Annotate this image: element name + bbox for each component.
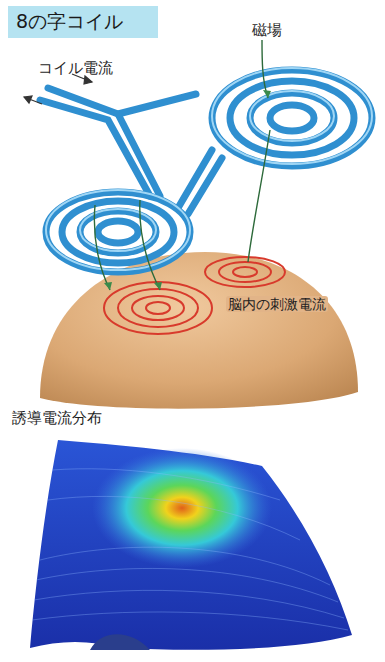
figure-eight-coil	[40, 68, 372, 272]
part-label-holder: コイル電流	[38, 58, 113, 78]
field-lines	[94, 40, 270, 290]
field-arrowheads	[104, 90, 271, 290]
part-label: 磁場	[252, 21, 282, 39]
part-label-holder: 磁場	[252, 20, 282, 40]
part-label: 脳内の刺激電流	[226, 296, 328, 312]
title-band	[8, 6, 158, 38]
part-label: 誘導電流分布	[12, 409, 102, 427]
part-label-holder: 脳内の刺激電流	[226, 294, 328, 314]
head-dome	[40, 252, 358, 409]
part-label: コイル電流	[38, 59, 113, 77]
current-arrows	[24, 74, 92, 104]
current-distribution-map	[30, 440, 352, 650]
part-label-holder: 誘導電流分布	[12, 408, 102, 428]
diagram-title: 8の字コイル	[16, 10, 123, 32]
diagram-title-holder: 8の字コイル	[16, 9, 123, 35]
